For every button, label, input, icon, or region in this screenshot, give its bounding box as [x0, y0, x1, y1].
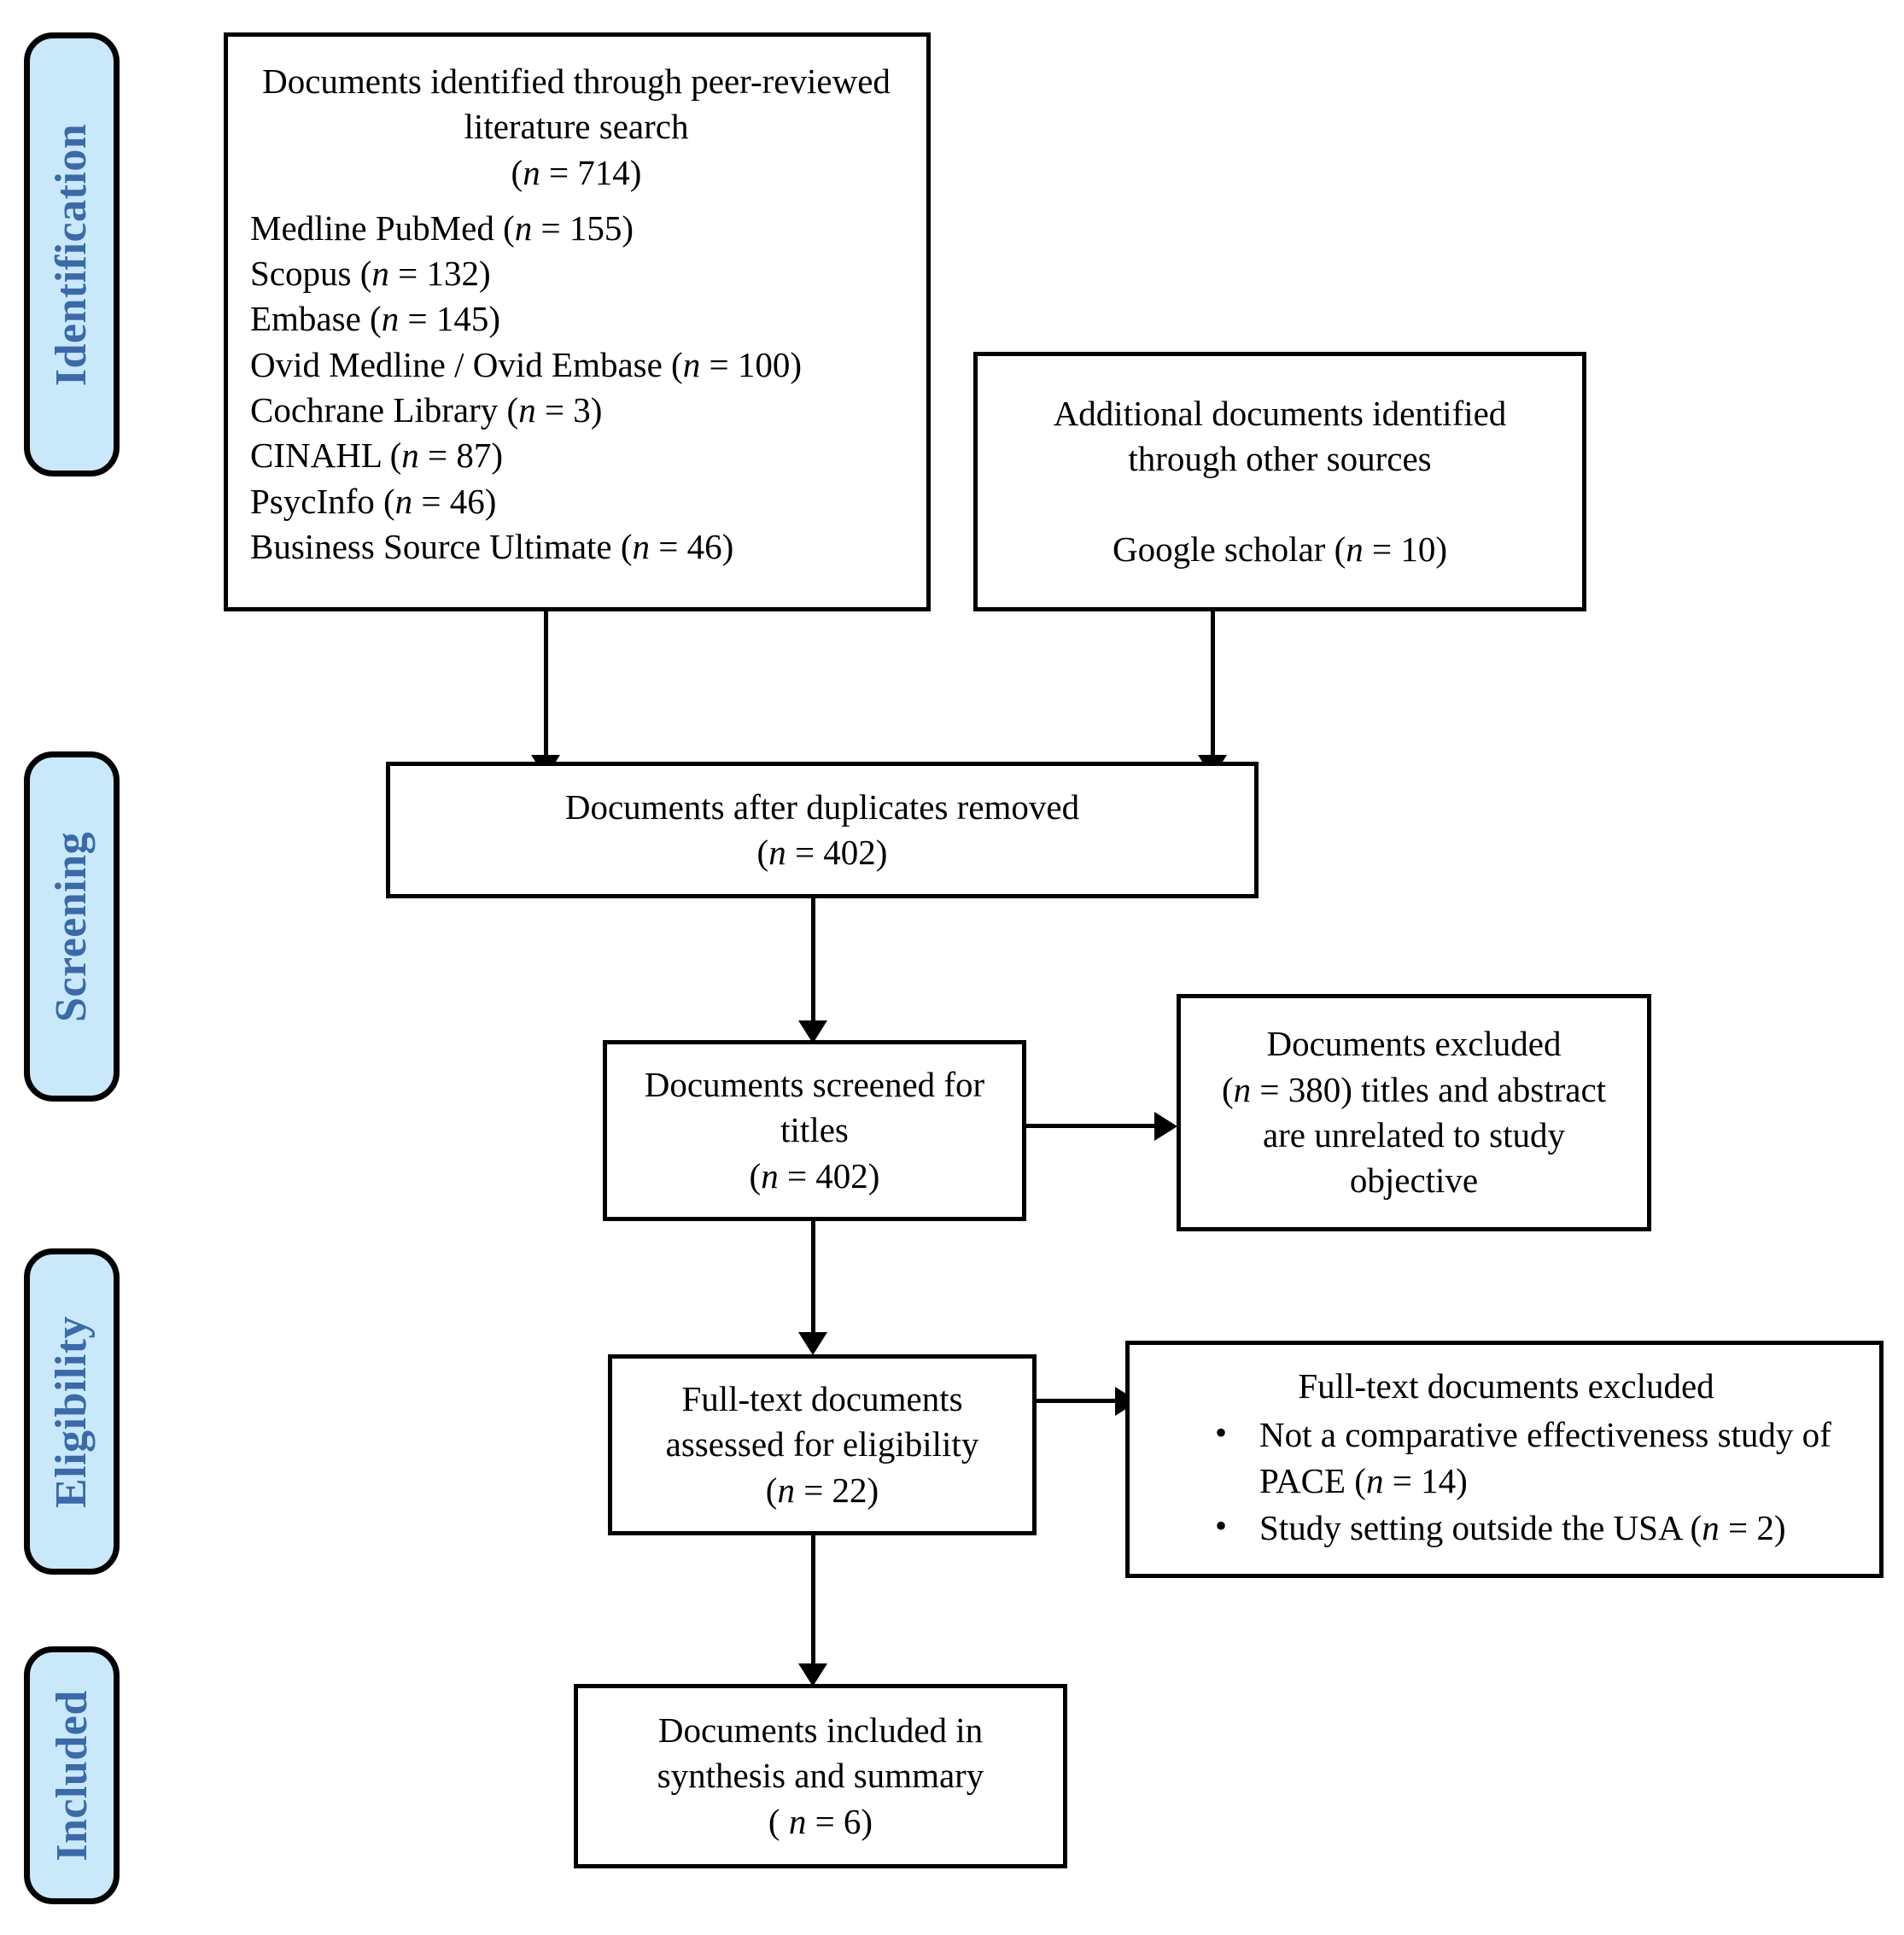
identified-heading-line1: Documents identified through peer-review… [262, 61, 891, 101]
connector-fulltext-to-excluded [1037, 1399, 1118, 1403]
fulltext-excluded-reason-1: Not a comparative effectiveness study of… [1215, 1411, 1860, 1504]
connector-duplicates-to-screened [811, 898, 815, 1043]
box-excluded-titles: Documents excluded (n = 380) titles and … [1177, 994, 1651, 1231]
box-fulltext-assessed: Full-text documents assessed for eligibi… [608, 1354, 1037, 1535]
arrowhead-duplicates-to-screened [798, 1020, 827, 1043]
source-psycinfo: PsycInfo (n = 46) [250, 481, 497, 521]
arrowhead-fulltext-to-included [798, 1663, 827, 1687]
fulltext-excluded-heading: Full-text documents excluded [1298, 1366, 1714, 1406]
box-fulltext-excluded: Full-text documents excluded Not a compa… [1125, 1341, 1884, 1578]
stage-pill-included: Included [24, 1646, 120, 1904]
excluded-titles-line4: objective [1349, 1160, 1479, 1201]
duplicates-line1: Documents after duplicates removed [564, 786, 1080, 827]
box-screened-titles: Documents screened for titles (n = 402) [603, 1040, 1026, 1221]
stage-label-included: Included [47, 1689, 96, 1862]
box-additional-documents: Additional documents identified through … [973, 352, 1586, 611]
identified-heading-count: (n = 714) [511, 152, 642, 192]
source-cinahl: CINAHL (n = 87) [250, 436, 504, 476]
fulltext-assessed-line1: Full-text documents [681, 1379, 963, 1419]
connector-screened-to-excluded [1026, 1124, 1156, 1128]
stage-pill-identification: Identification [24, 32, 120, 476]
fulltext-assessed-count: (n = 22) [765, 1470, 879, 1510]
additional-google-scholar: Google scholar (n = 10) [1112, 529, 1448, 569]
stage-label-identification: Identification [47, 123, 96, 386]
excluded-titles-line3: are unrelated to study [1262, 1115, 1566, 1155]
source-cochrane-library: Cochrane Library (n = 3) [250, 390, 603, 430]
source-embase: Embase (n = 145) [250, 299, 500, 339]
connector-screened-to-fulltext [811, 1221, 815, 1342]
stage-pill-screening: Screening [24, 751, 120, 1102]
fulltext-excluded-reason-2: Study setting outside the USA (n = 2) [1215, 1504, 1860, 1551]
source-business-source-ultimate: Business Source Ultimate (n = 46) [250, 526, 734, 566]
arrowhead-screened-to-excluded [1154, 1112, 1177, 1141]
box-included-synthesis: Documents included in synthesis and summ… [574, 1684, 1067, 1868]
connector-identified-to-duplicates [544, 611, 548, 760]
stage-label-eligibility: Eligibility [47, 1315, 96, 1508]
fulltext-excluded-reasons: Not a comparative effectiveness study of… [1152, 1411, 1860, 1551]
included-line2: synthesis and summary [657, 1756, 984, 1796]
source-ovid-medline-embase: Ovid Medline / Ovid Embase (n = 100) [250, 344, 802, 384]
connector-fulltext-to-included [811, 1535, 815, 1681]
stage-pill-eligibility: Eligibility [24, 1248, 120, 1575]
excluded-titles-line2: (n = 380) titles and abstract [1221, 1069, 1607, 1109]
source-medline-pubmed: Medline PubMed (n = 155) [250, 208, 634, 248]
arrowhead-screened-to-fulltext [798, 1332, 827, 1355]
fulltext-assessed-line2: assessed for eligibility [665, 1424, 979, 1464]
box-duplicates-removed: Documents after duplicates removed (n = … [386, 762, 1259, 898]
stage-label-screening: Screening [47, 831, 96, 1022]
connector-additional-to-duplicates [1211, 611, 1215, 760]
source-scopus: Scopus (n = 132) [250, 254, 491, 294]
additional-line2: through other sources [1128, 439, 1432, 479]
screened-count: (n = 402) [749, 1155, 880, 1195]
additional-line1: Additional documents identified [1053, 394, 1507, 434]
included-count: ( n = 6) [768, 1801, 873, 1841]
duplicates-count: (n = 402) [756, 833, 888, 872]
identified-heading-line2: literature search [464, 107, 689, 147]
screened-line1: Documents screened for [644, 1065, 985, 1105]
screened-line2: titles [780, 1110, 849, 1150]
included-line1: Documents included in [657, 1710, 984, 1751]
excluded-titles-line1: Documents excluded [1266, 1024, 1562, 1064]
box-documents-identified: Documents identified through peer-review… [224, 32, 931, 611]
